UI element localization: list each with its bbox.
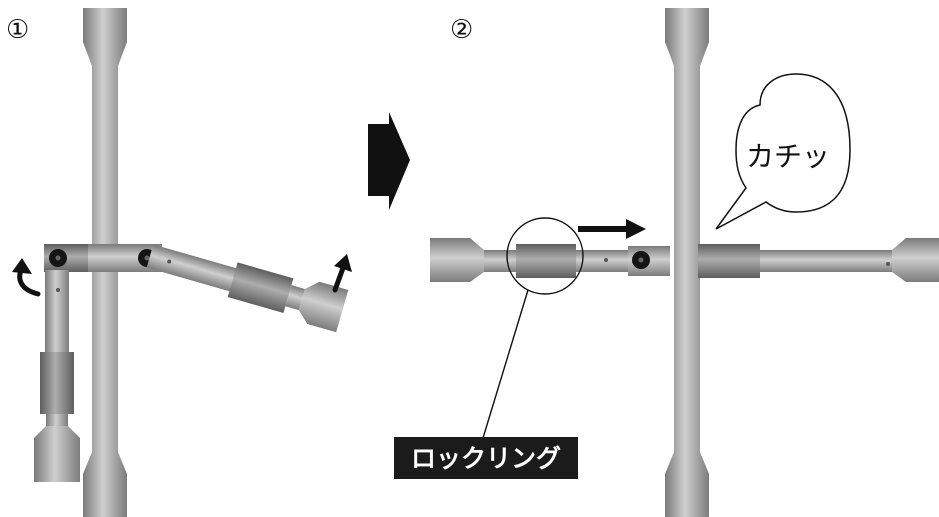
step-1-illustration: ① xyxy=(6,8,352,517)
step-1-horizontal-joint xyxy=(44,244,162,272)
lock-ring-label-text: ロックリング xyxy=(411,444,561,473)
step-1-right-arm xyxy=(146,244,349,333)
step-2-left-arm xyxy=(430,238,670,282)
lock-ring-label: ロックリング xyxy=(394,437,578,479)
next-step-arrow-icon xyxy=(368,112,410,210)
lock-ring xyxy=(516,244,576,278)
click-sound-text: カチッ xyxy=(746,140,830,173)
lock-ring-highlight xyxy=(482,217,584,439)
step-1-left-arm xyxy=(34,270,80,482)
step-2-label: ② xyxy=(450,15,473,45)
step-2-vertical-bar xyxy=(665,8,709,517)
step-2-right-arm xyxy=(698,238,939,282)
click-speech-bubble: カチッ xyxy=(715,73,851,230)
step-1-label: ① xyxy=(6,15,29,45)
rotate-arrow-icon xyxy=(12,258,41,297)
up-arrow-icon xyxy=(332,254,352,293)
step-2-illustration: ② xyxy=(394,8,939,517)
push-right-arrow-icon xyxy=(578,219,646,239)
